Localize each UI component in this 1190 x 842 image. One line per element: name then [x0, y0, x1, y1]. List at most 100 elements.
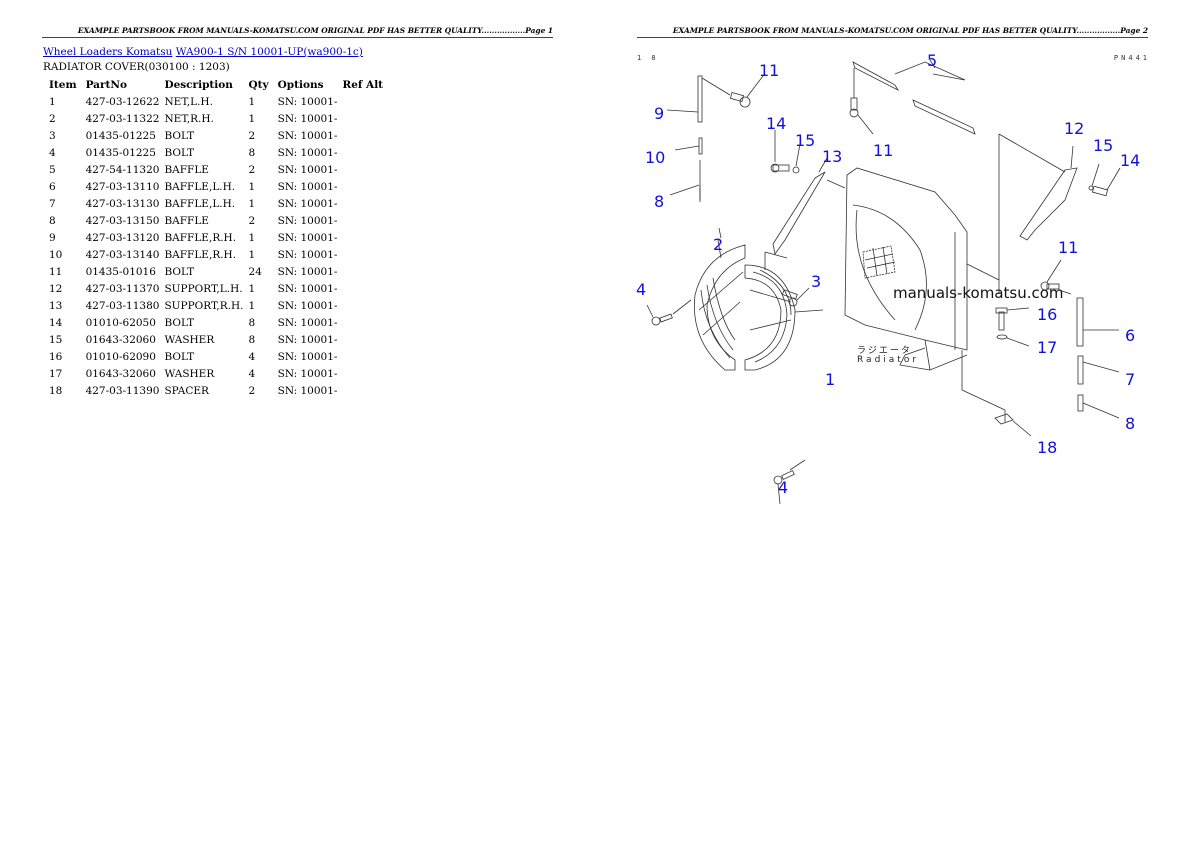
ref-alt-cell	[338, 93, 388, 110]
item-cell: 15	[49, 333, 63, 346]
qty-cell: 8	[248, 333, 256, 346]
radiator-body-shape	[844, 167, 1006, 422]
partno-cell: 427-03-12622	[85, 95, 160, 108]
callout-9[interactable]: 9	[654, 104, 665, 123]
bolt-14-washer-15-shape	[770, 130, 801, 174]
description-cell: BAFFLE,R.H.	[164, 248, 237, 261]
callout-4[interactable]: 4	[636, 280, 647, 299]
ref-alt-cell	[338, 110, 388, 127]
part-10-baffle-shape	[674, 137, 703, 200]
callout-17[interactable]: 17	[1037, 338, 1058, 357]
callout-16[interactable]: 16	[1037, 305, 1058, 324]
options-cell: SN: 10001-	[277, 384, 338, 397]
col-qty: Qty	[248, 78, 269, 91]
col-partno: PartNo	[85, 78, 127, 91]
section-title: RADIATOR COVER(030100 : 1203)	[43, 61, 230, 73]
callout-3[interactable]: 3	[811, 272, 822, 291]
item-cell: 4	[49, 146, 56, 159]
description-cell: BAFFLE	[164, 214, 209, 227]
qty-cell: 1	[248, 180, 256, 193]
item-cell: 14	[49, 316, 63, 329]
item-cell: 10	[49, 248, 63, 261]
options-cell: SN: 10001-	[277, 146, 338, 159]
description-cell: WASHER	[164, 333, 215, 346]
ref-alt-cell	[338, 195, 388, 212]
callout-15[interactable]: 15	[1093, 136, 1114, 155]
diagram-page: EXAMPLE PARTSBOOK FROM MANUALS-KOMATSU.C…	[595, 0, 1190, 842]
radiator-label-en: Radiator	[857, 355, 920, 365]
baffle-5-shape	[852, 59, 976, 135]
callout-11[interactable]: 11	[873, 141, 894, 160]
callout-10[interactable]: 10	[645, 148, 666, 167]
support-13-shape	[772, 157, 846, 255]
options-cell: SN: 10001-	[277, 214, 338, 227]
callout-1[interactable]: 1	[825, 370, 836, 389]
breadcrumb-link-wheel-loaders[interactable]: Wheel Loaders Komatsu	[43, 46, 173, 58]
description-cell: WASHER	[164, 367, 215, 380]
description-cell: NET,L.H.	[164, 95, 213, 108]
partno-cell: 427-03-13120	[85, 231, 160, 244]
callout-8[interactable]: 8	[1125, 414, 1136, 433]
callout-11[interactable]: 11	[759, 61, 780, 80]
spacer-18-shape	[994, 413, 1032, 437]
options-cell: SN: 10001-	[277, 299, 338, 312]
description-cell: BAFFLE,L.H.	[164, 180, 236, 193]
parts-list-page: EXAMPLE PARTSBOOK FROM MANUALS-KOMATSU.C…	[42, 26, 553, 399]
callout-8[interactable]: 8	[654, 192, 665, 211]
qty-cell: 4	[248, 367, 256, 380]
callout-7[interactable]: 7	[1125, 370, 1136, 389]
callout-13[interactable]: 13	[822, 147, 843, 166]
options-cell: SN: 10001-	[277, 350, 338, 363]
options-cell: SN: 10001-	[277, 129, 338, 142]
callout-4[interactable]: 4	[778, 478, 789, 497]
description-cell: BOLT	[164, 350, 195, 363]
qty-cell: 1	[248, 299, 256, 312]
partno-cell: 427-03-13150	[85, 214, 160, 227]
partno-cell: 427-03-13130	[85, 197, 160, 210]
options-cell: SN: 10001-	[277, 333, 338, 346]
item-cell: 5	[49, 163, 56, 176]
callout-14[interactable]: 14	[1120, 151, 1141, 170]
description-cell: BAFFLE	[164, 163, 209, 176]
description-cell: BOLT	[164, 129, 195, 142]
description-cell: BOLT	[164, 265, 195, 278]
callout-11[interactable]: 11	[1058, 238, 1079, 257]
callout-5[interactable]: 5	[927, 51, 938, 70]
diagram-code: PN441	[1113, 54, 1150, 62]
bolt-16-washer-17-shape	[995, 307, 1030, 347]
item-cell: 9	[49, 231, 56, 244]
ref-alt-cell	[338, 331, 388, 348]
callout-12[interactable]: 12	[1064, 119, 1085, 138]
callout-6[interactable]: 6	[1125, 326, 1136, 345]
description-cell: BOLT	[164, 146, 195, 159]
partno-cell: 427-03-13140	[85, 248, 160, 261]
description-cell: SPACER	[164, 384, 209, 397]
partno-cell: 01643-32060	[85, 333, 156, 346]
options-cell: SN: 10001-	[277, 265, 338, 278]
callout-15[interactable]: 15	[795, 131, 816, 150]
qty-cell: 1	[248, 112, 256, 125]
fan-net-1-shape	[744, 251, 824, 371]
partno-cell: 427-03-11380	[85, 299, 160, 312]
item-cell: 11	[49, 265, 63, 278]
callout-18[interactable]: 18	[1037, 438, 1058, 457]
callout-2[interactable]: 2	[713, 235, 724, 254]
partno-cell: 01435-01225	[85, 129, 156, 142]
ref-alt-cell	[338, 297, 388, 314]
description-cell: NET,R.H.	[164, 112, 214, 125]
qty-cell: 1	[248, 231, 256, 244]
ref-alt-cell	[338, 229, 388, 246]
callout-14[interactable]: 14	[766, 114, 787, 133]
qty-cell: 1	[248, 248, 256, 261]
table-row: 15 01643-32060 WASHER 8 SN: 10001-	[45, 331, 388, 348]
fan-net-2-shape	[694, 227, 746, 371]
page-header: EXAMPLE PARTSBOOK FROM MANUALS-KOMATSU.C…	[77, 26, 553, 35]
breadcrumb-link-model[interactable]: WA900-1 S/N 10001-UP(wa900-1c)	[175, 46, 363, 58]
